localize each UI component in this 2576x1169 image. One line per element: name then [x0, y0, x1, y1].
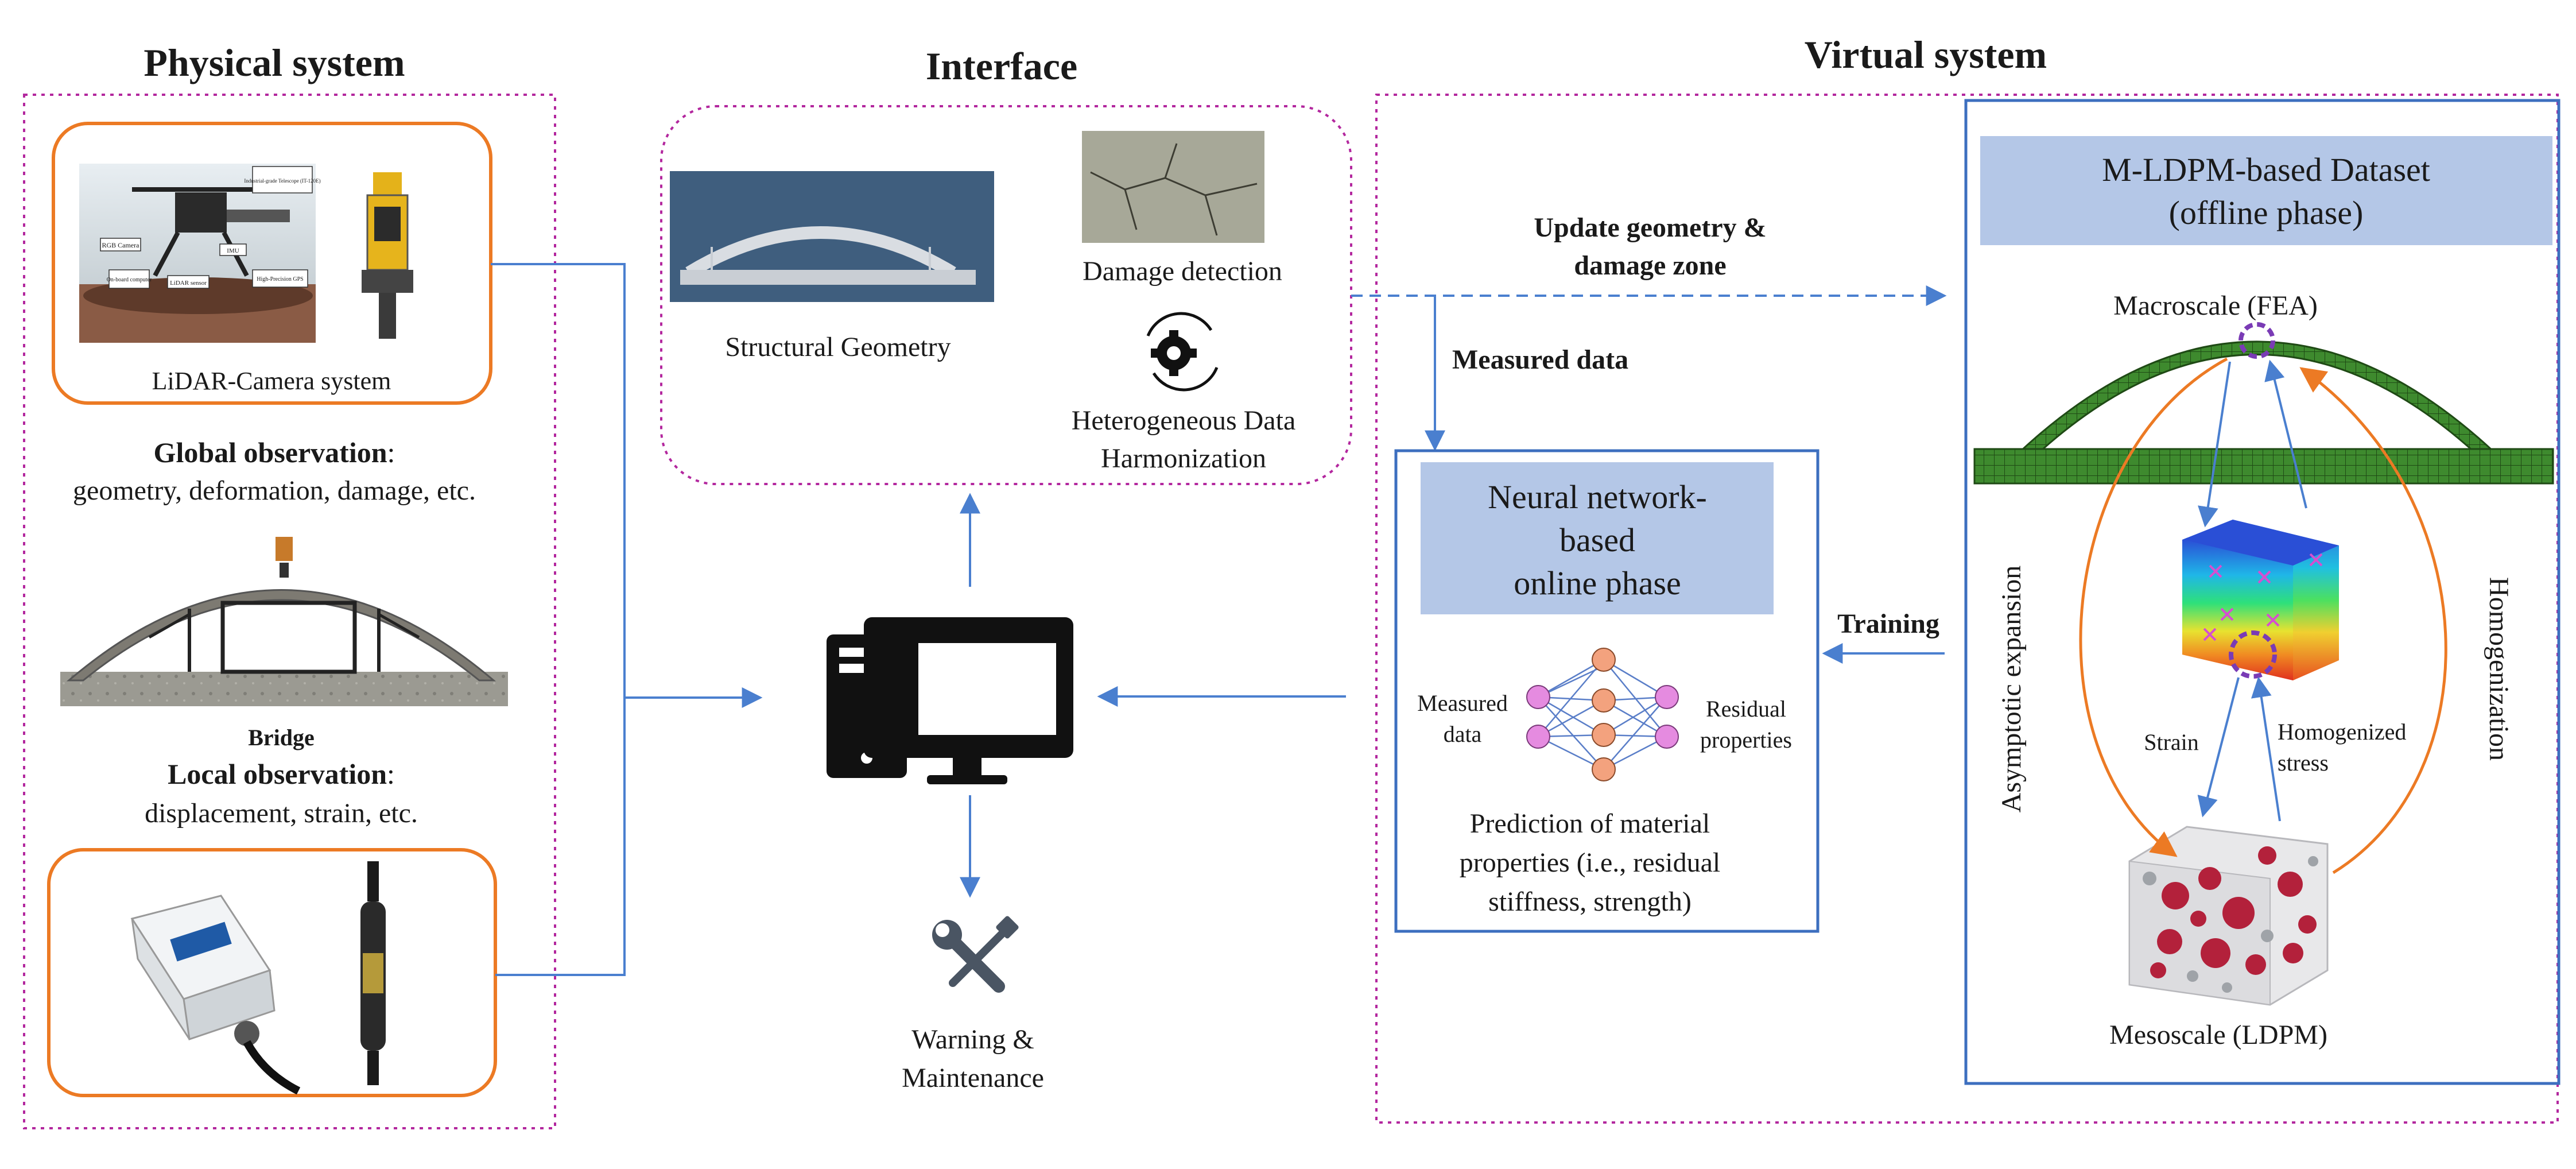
warning-label-line2: Maintenance	[902, 1063, 1044, 1093]
mesoscale-label: Mesoscale (LDPM)	[2109, 1020, 2327, 1050]
physical-system-panel	[23, 94, 556, 1129]
dataset-title-line2: (offline phase)	[2169, 194, 2364, 231]
lidar-connector-line	[491, 263, 626, 698]
damage-detection-image	[1082, 131, 1264, 243]
drone-label-imu: IMU	[227, 247, 239, 254]
nn-title-line2: based	[1559, 521, 1635, 559]
neural-network-box	[1394, 449, 1820, 933]
bridge-caption: Bridge	[248, 725, 315, 750]
training-label: Training	[1837, 609, 1939, 639]
wrench-screwdriver-icon	[932, 916, 1019, 993]
macro-focus-circle	[2239, 322, 2275, 359]
nn-input-neuron	[1526, 725, 1550, 749]
homogenized-stress-arrow	[2251, 676, 2281, 822]
nn-input-label-line2: data	[1444, 721, 1482, 747]
drone-label-telescope: Industrial-grade Telescope (IT-120E)	[244, 178, 320, 184]
prediction-label-line3: stiffness, strength)	[1488, 887, 1692, 917]
nn-input-label-line1: Measured	[1417, 690, 1508, 716]
drone-label-lidar: LiDAR sensor	[170, 280, 207, 287]
nn-hidden-neuron	[1592, 723, 1616, 747]
dataset-title-line1: M-LDPM-based Dataset	[2102, 151, 2430, 188]
dataset-box	[1964, 99, 2561, 1085]
homog-stress-label-line2: stress	[2278, 750, 2329, 776]
neural-network-title-bg	[1421, 462, 1774, 614]
lidar-camera-caption: LiDAR-Camera system	[152, 367, 391, 395]
drone-label-onboard: On-board computer	[107, 277, 152, 283]
homogenization-arrow	[2299, 367, 2447, 874]
strain-gauge-photo	[360, 861, 386, 1085]
nn-output-neuron	[1655, 685, 1679, 709]
local-sensor-box	[47, 848, 497, 1097]
nn-hidden-neuron	[1592, 648, 1616, 672]
prediction-label-line2: properties (i.e., residual	[1460, 847, 1721, 878]
macroscale-fea-mesh	[1973, 340, 2554, 485]
nn-title-line3: online phase	[1514, 564, 1681, 602]
update-geometry-label-line2: damage zone	[1574, 250, 1726, 281]
nn-hidden-neuron	[1592, 688, 1616, 713]
interface-title: Interface	[926, 44, 1077, 88]
asymptotic-expansion-arrow	[2079, 357, 2228, 857]
total-station-photo	[362, 172, 413, 339]
inclinometer-photo	[130, 895, 301, 1095]
structural-geometry-label: Structural Geometry	[725, 332, 951, 362]
drone-label-gps: High-Precision GPS	[257, 276, 303, 282]
macroscale-label: Macroscale (FEA)	[2113, 291, 2318, 321]
damage-detection-label: Damage detection	[1083, 256, 1282, 287]
local-observation-detail: displacement, strain, etc.	[145, 798, 418, 829]
nn-title-line1: Neural network-	[1488, 478, 1707, 516]
update-geometry-label-line1: Update geometry &	[1534, 212, 1766, 243]
warning-label-line1: Warning &	[911, 1024, 1034, 1055]
strain-arrow	[2197, 677, 2240, 818]
sensor-connector-line	[495, 698, 626, 976]
nn-output-label-line1: Residual	[1706, 696, 1786, 722]
macro-to-rve-arrow	[2198, 361, 2231, 528]
nn-hidden-neuron	[1592, 757, 1616, 781]
nn-output-neuron	[1655, 725, 1679, 749]
interface-panel	[660, 105, 1352, 485]
homogenization-label: Homogenization	[2484, 577, 2514, 761]
homog-stress-label-line1: Homogenized	[2278, 719, 2406, 745]
mesoscale-particle-cube	[2128, 826, 2329, 1006]
rve-to-macro-arrow	[2264, 359, 2307, 509]
global-observation-label: Global observation:	[154, 436, 395, 469]
rve-stress-cube	[2182, 520, 2339, 680]
drone-photo: RGB Camera On-board computer LiDAR senso…	[79, 164, 321, 343]
asymptotic-expansion-label: Asymptotic expansion	[1996, 566, 2027, 813]
global-observation-detail: geometry, deformation, damage, etc.	[73, 475, 476, 506]
virtual-system-panel	[1375, 94, 2559, 1124]
local-observation-label: Local observation:	[168, 758, 395, 790]
gear-cycle-icon	[1146, 312, 1219, 392]
harmonization-label-line1: Heterogeneous Data	[1072, 405, 1296, 436]
dataset-title-bg	[1980, 136, 2552, 245]
measured-data-label: Measured data	[1452, 344, 1628, 375]
structural-geometry-image	[670, 171, 994, 302]
nn-output-label-line2: properties	[1700, 727, 1792, 753]
nn-input-neuron	[1526, 685, 1550, 709]
bridge-photo	[60, 537, 508, 706]
physical-system-title: Physical system	[143, 41, 405, 84]
strain-label: Strain	[2144, 729, 2199, 755]
virtual-system-title: Virtual system	[1805, 33, 2047, 76]
desktop-computer-icon	[827, 617, 1073, 784]
harmonization-label-line2: Harmonization	[1101, 443, 1266, 474]
drone-label-rgb: RGB Camera	[102, 241, 140, 249]
prediction-label-line1: Prediction of material	[1470, 808, 1710, 839]
rve-focus-circle	[2229, 630, 2277, 679]
neural-network-graph	[1526, 648, 1679, 781]
